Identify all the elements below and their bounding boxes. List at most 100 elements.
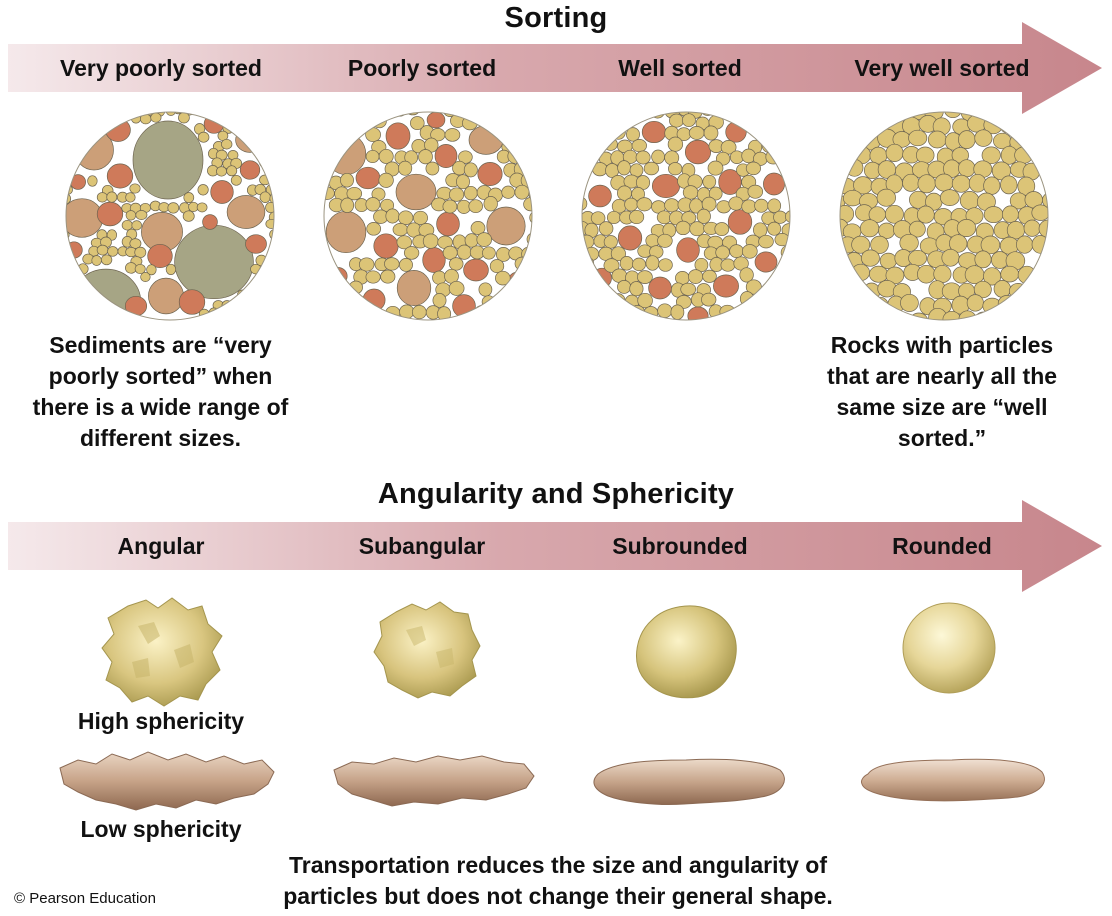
sediment-grain bbox=[340, 172, 354, 188]
sediment-grain bbox=[442, 199, 458, 214]
sediment-grain bbox=[405, 112, 421, 116]
sediment-grain bbox=[1039, 279, 1048, 296]
sediment-grain bbox=[616, 304, 633, 320]
sediment-grain bbox=[599, 112, 615, 117]
sediment-grain bbox=[840, 252, 847, 269]
sediment-grain bbox=[629, 209, 645, 225]
sediment-grain bbox=[1024, 283, 1043, 300]
sediment-grain bbox=[266, 131, 274, 143]
sediment-grain bbox=[404, 150, 419, 165]
sediment-grain bbox=[172, 112, 184, 115]
pebble-subrounded-high-sphericity bbox=[636, 605, 737, 699]
sediment-grain bbox=[66, 272, 75, 284]
sediment-grain bbox=[669, 113, 684, 128]
sediment-grain bbox=[66, 140, 70, 152]
sediment-grain bbox=[208, 307, 220, 319]
sediment-grain bbox=[260, 123, 272, 134]
sediment-grain bbox=[523, 148, 532, 164]
sediment-grain bbox=[702, 174, 717, 189]
sediment-grain bbox=[582, 127, 588, 142]
sediment-grain bbox=[150, 112, 162, 123]
sediment-grain bbox=[483, 112, 499, 117]
sediment-grain bbox=[763, 172, 785, 196]
sediment-grain bbox=[66, 112, 70, 116]
sediment-grain bbox=[444, 128, 461, 142]
sediment-grain bbox=[842, 189, 863, 207]
sediment-grain bbox=[358, 257, 375, 272]
sediment-grain bbox=[785, 209, 790, 224]
sediment-grain bbox=[668, 162, 683, 176]
sediment-grain bbox=[643, 306, 659, 320]
sediment-grain bbox=[432, 270, 447, 285]
sediment-grain bbox=[1024, 312, 1043, 320]
sediment-grain bbox=[631, 139, 647, 153]
sediment-grain bbox=[501, 306, 517, 320]
sediment-grain bbox=[366, 222, 382, 236]
sediment-grain bbox=[221, 112, 233, 117]
angularity-title: Angularity and Sphericity bbox=[377, 478, 735, 510]
sediment-grain bbox=[643, 161, 660, 176]
sediment-grain bbox=[966, 294, 984, 312]
sediment-grain bbox=[132, 120, 204, 200]
sediment-grain bbox=[876, 188, 896, 207]
sediment-grain bbox=[869, 265, 889, 283]
sediment-grain bbox=[780, 127, 790, 143]
sediment-grain bbox=[605, 304, 620, 319]
sediment-grain bbox=[720, 258, 736, 272]
sediment-grain bbox=[1031, 117, 1048, 136]
sediment-grain bbox=[271, 282, 274, 294]
caption-very-poorly-sorted: Sediments are “very poorly sorted” when … bbox=[32, 332, 289, 451]
sediment-grain bbox=[422, 247, 446, 273]
sediment-grain bbox=[270, 157, 274, 168]
sediment-grain bbox=[385, 305, 401, 320]
sediment-grain bbox=[1049, 296, 1050, 314]
sediment-grain bbox=[378, 148, 394, 164]
sediment-grain bbox=[582, 270, 588, 284]
sediment-grain bbox=[772, 281, 789, 296]
pebble-subangular-low-sphericity bbox=[333, 755, 535, 807]
sediment-grain bbox=[470, 221, 486, 235]
caption-well-sorted: Rocks with particles that are nearly all… bbox=[826, 332, 1058, 451]
sediment-grain bbox=[378, 172, 394, 188]
sediment-grain bbox=[183, 192, 195, 204]
sediment-grain bbox=[270, 297, 274, 310]
sediment-grain bbox=[899, 233, 919, 252]
sediment-grain bbox=[617, 225, 643, 251]
sediment-grain bbox=[265, 308, 274, 320]
sediment-grain bbox=[591, 137, 606, 153]
sediment-grain bbox=[879, 112, 897, 118]
pebble-angular-low-sphericity bbox=[59, 751, 275, 811]
sediment-grain bbox=[507, 126, 522, 140]
pebble-rounded-high-sphericity bbox=[902, 602, 996, 694]
sediment-grain bbox=[597, 125, 612, 141]
sediment-grain bbox=[66, 264, 71, 276]
sediment-grain bbox=[941, 248, 960, 267]
sediment-grain bbox=[701, 292, 717, 307]
sediment-grain bbox=[516, 114, 532, 128]
sediment-grain bbox=[845, 112, 864, 117]
sediment-grain bbox=[256, 149, 268, 161]
sediment-grain bbox=[993, 280, 1011, 298]
sediment-grain bbox=[324, 269, 330, 285]
sediment-grain bbox=[1047, 177, 1048, 195]
sediment-grain bbox=[236, 114, 248, 126]
sediment-grain bbox=[1039, 112, 1048, 118]
sediment-grain bbox=[651, 173, 681, 199]
sediment-grain bbox=[116, 112, 128, 115]
sediment-grain bbox=[1046, 268, 1048, 286]
sediment-grain bbox=[66, 198, 104, 238]
sediment-grain bbox=[582, 306, 596, 320]
sediment-grain bbox=[676, 237, 700, 263]
sediment-grain bbox=[66, 255, 74, 266]
stage-label-very-well-sorted: Very well sorted bbox=[854, 55, 1030, 81]
sediment-grain bbox=[425, 161, 440, 176]
sediment-grain bbox=[934, 173, 954, 192]
sediment-grain bbox=[582, 161, 593, 176]
sediment-grain bbox=[106, 112, 119, 116]
copyright-credit: © Pearson Education bbox=[14, 890, 156, 907]
sediment-grain bbox=[269, 140, 274, 151]
sediment-grain bbox=[1033, 265, 1048, 285]
sediment-grain bbox=[840, 267, 855, 285]
sediment-grain bbox=[265, 218, 274, 229]
sediment-grain bbox=[727, 112, 742, 116]
